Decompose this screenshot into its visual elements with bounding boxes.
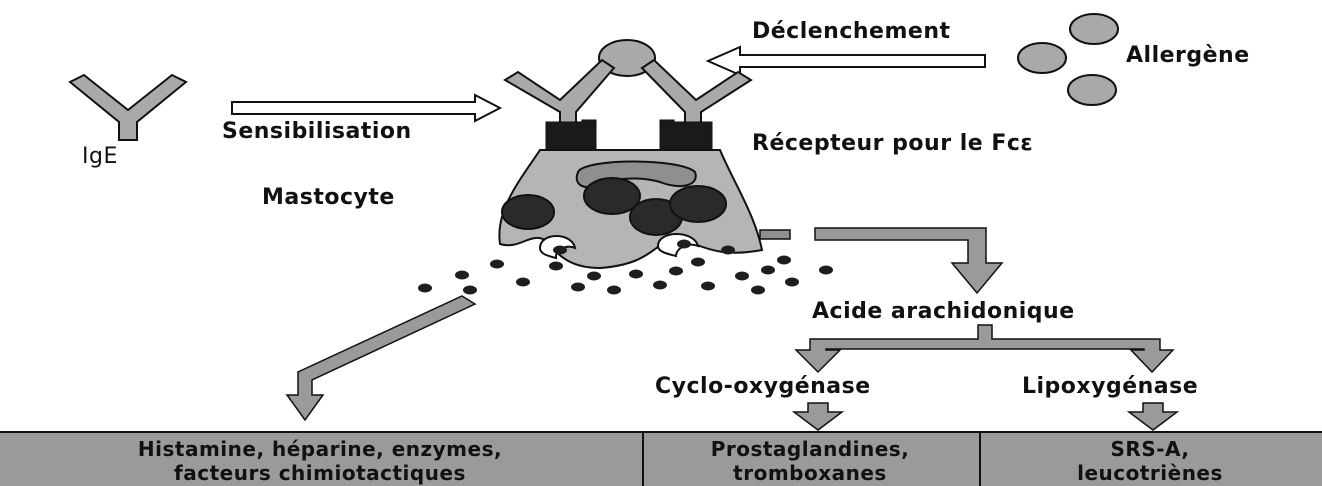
product-line1: Prostaglandines, [711, 437, 910, 461]
allergen-particles [1018, 14, 1118, 105]
mast-cell-label: Mastocyte [262, 185, 395, 210]
cyclooxygenase-label: Cyclo-oxygénase [655, 374, 871, 399]
product-line1: Histamine, héparine, enzymes, [138, 437, 502, 461]
product-line1: SRS-A, [1111, 437, 1190, 461]
ige-label: IgE [82, 144, 118, 169]
trigger-arrow [708, 47, 985, 75]
mediators-arrow [287, 296, 475, 420]
product-box-prostaglandins: Prostaglandines, tromboxanes [711, 437, 910, 485]
product-box-mediators: Histamine, héparine, enzymes, facteurs c… [138, 437, 502, 485]
cyclooxygenase-product-arrow [794, 403, 842, 430]
fc-receptor-right [660, 120, 712, 152]
arachidonic-arrow [815, 228, 1002, 293]
lipoxygenase-product-arrow [1129, 403, 1177, 430]
granule [502, 195, 554, 229]
sensitization-arrow [232, 95, 500, 121]
bound-ige-left [505, 60, 614, 124]
mast-cell [499, 150, 790, 268]
membrane-marker [760, 230, 790, 239]
trigger-label: Déclenchement [752, 19, 951, 44]
lipoxygenase-label: Lipoxygénase [1022, 374, 1198, 399]
fc-receptor-left [546, 120, 596, 152]
sensitization-label: Sensibilisation [222, 119, 412, 144]
granule [670, 186, 726, 222]
arachidonic-acid-label: Acide arachidonique [812, 299, 1075, 324]
product-line2: facteurs chimiotactiques [174, 461, 466, 485]
branch-arrow [796, 325, 1173, 372]
allergen-label: Allergène [1126, 43, 1250, 68]
receptor-label: Récepteur pour le Fcε [752, 131, 1033, 156]
ige-antibody [70, 75, 186, 140]
granule [584, 178, 640, 214]
product-line2: leucotriènes [1077, 461, 1223, 485]
product-line2: tromboxanes [733, 461, 887, 485]
